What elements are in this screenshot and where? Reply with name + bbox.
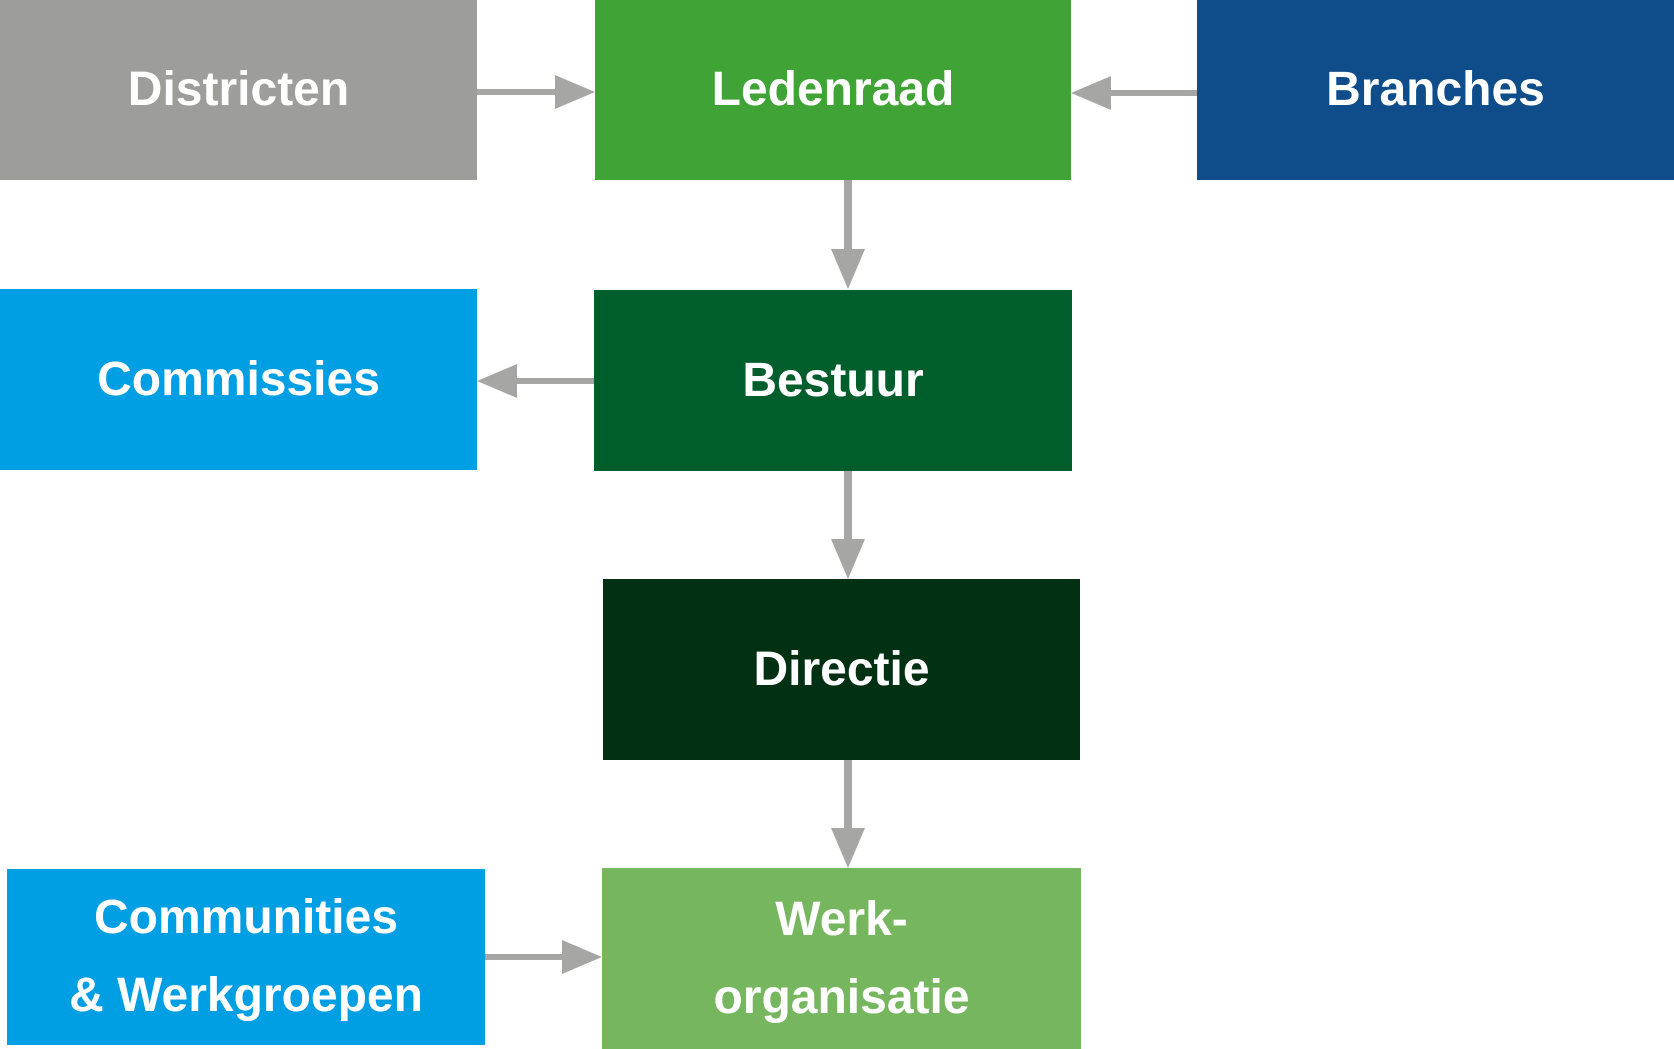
arrow-ledenraad-to-bestuur-head-icon <box>831 249 865 289</box>
node-directie-label: Directie <box>753 642 930 696</box>
node-ledenraad-label: Ledenraad <box>711 63 955 116</box>
arrow-branches-to-ledenraad-head-icon <box>1071 76 1111 110</box>
arrow-communities-to-werkorganisatie-shaft <box>485 954 565 960</box>
arrow-communities-to-werkorganisatie-head-icon <box>562 940 602 974</box>
node-werkorganisatie-label-line1: Werk- <box>775 892 908 946</box>
node-districten: Districten <box>0 0 477 180</box>
node-werkorganisatie-label-line2: organisatie <box>713 970 970 1024</box>
node-commissies-label: Commissies <box>97 352 380 406</box>
node-commissies: Commissies <box>0 289 477 470</box>
node-branches: Branches <box>1197 0 1674 180</box>
arrow-branches-to-ledenraad-shaft <box>1108 90 1197 96</box>
arrow-bestuur-to-commissies-shaft <box>514 378 594 384</box>
node-branches-label: Branches <box>1326 63 1545 116</box>
arrow-bestuur-to-directie-shaft <box>844 471 852 539</box>
node-bestuur: Bestuur <box>594 290 1072 471</box>
arrow-ledenraad-to-bestuur-shaft <box>844 180 852 250</box>
node-communities-werkgroepen-label-line1: Communities <box>93 891 399 944</box>
arrow-directie-to-werkorganisatie-head-icon <box>831 828 865 868</box>
arrow-bestuur-to-directie-head-icon <box>831 539 865 579</box>
arrow-bestuur-to-commissies-head-icon <box>477 364 517 398</box>
arrow-districten-to-ledenraad-head-icon <box>555 75 595 109</box>
arrow-directie-to-werkorganisatie-shaft <box>844 760 852 828</box>
node-ledenraad: Ledenraad <box>595 0 1071 180</box>
node-bestuur-label: Bestuur <box>742 353 924 407</box>
node-communities-werkgroepen-label-line2: & Werkgroepen <box>69 969 423 1022</box>
arrow-districten-to-ledenraad-shaft <box>477 89 559 95</box>
node-directie: Directie <box>603 579 1080 760</box>
node-districten-label: Districten <box>127 63 350 116</box>
node-communities-werkgroepen: Communities & Werkgroepen <box>7 869 485 1045</box>
node-werkorganisatie: Werk- organisatie <box>602 868 1081 1049</box>
